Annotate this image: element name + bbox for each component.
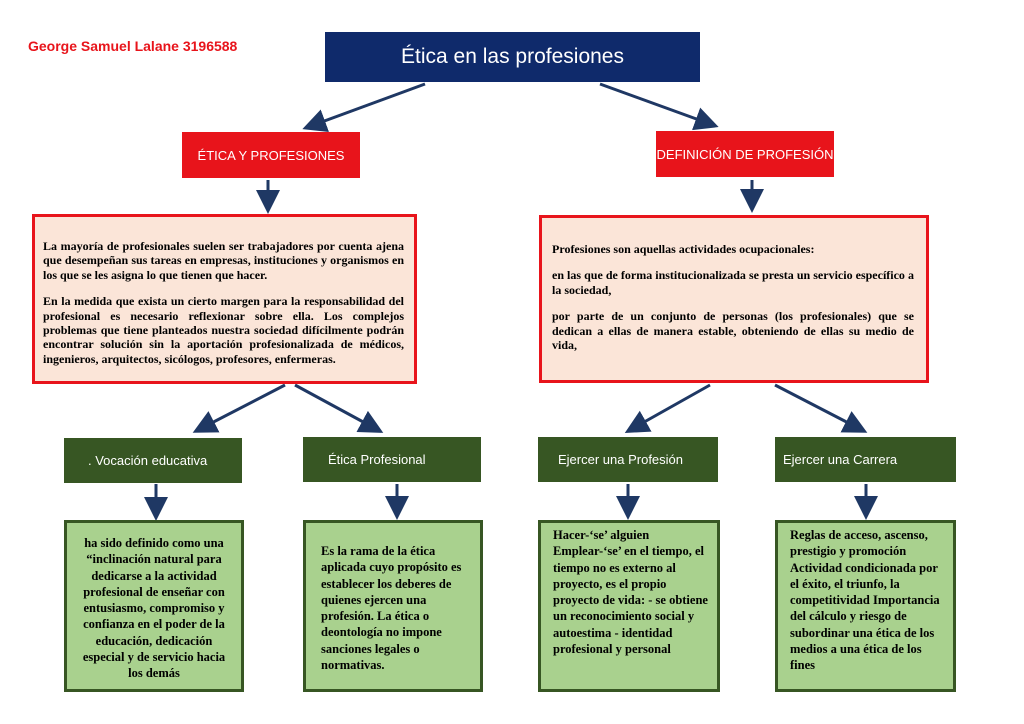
text-box-ejercer-una-carrera: Reglas de acceso, ascenso, prestigio y p…: [775, 520, 956, 692]
heading-etica-profesional: Ética Profesional: [303, 437, 481, 482]
arrow-title-to-right: [599, 82, 719, 131]
arrow-right-text-to-carrera: [774, 383, 868, 433]
heading-vocacion-educativa: . Vocación educativa: [64, 438, 242, 483]
text-paragraph: Profesiones son aquellas actividades ocu…: [552, 242, 815, 256]
author-label: George Samuel Lalane 3196588: [28, 38, 238, 54]
main-title: Ética en las profesiones: [325, 32, 700, 82]
arrow-left-text-to-etica: [294, 383, 384, 433]
heading-etica-y-profesiones: ÉTICA Y PROFESIONES: [182, 132, 360, 178]
text-box-definicion-de-profesion: Profesiones son aquellas actividades ocu…: [539, 215, 929, 383]
text-box-etica-profesional: Es la rama de la ética aplicada cuyo pro…: [303, 520, 483, 692]
text-box-ejercer-una-profesion: Hacer-‘se’ alguien Emplear-‘se’ en el ti…: [538, 520, 720, 692]
arrow-left-text-to-vocacion: [192, 383, 286, 433]
arrow-title-to-left: [302, 82, 426, 133]
heading-definicion-de-profesion: DEFINICIÓN DE PROFESIÓN: [656, 131, 834, 177]
arrow-right-text-to-profesion: [624, 383, 711, 433]
text-paragraph: en las que de forma institucionalizada s…: [552, 268, 914, 297]
text-paragraph: por parte de un conjunto de personas (lo…: [552, 309, 914, 352]
heading-ejercer-una-profesion: Ejercer una Profesión: [538, 437, 718, 482]
text-paragraph: En la medida que exista un cierto margen…: [43, 294, 404, 366]
text-box-etica-y-profesiones: La mayoría de profesionales suelen ser t…: [32, 214, 417, 384]
text-paragraph: La mayoría de profesionales suelen ser t…: [43, 239, 404, 282]
heading-ejercer-una-carrera: Ejercer una Carrera: [775, 437, 956, 482]
text-box-vocacion-educativa: ha sido definido como una “inclinación n…: [64, 520, 244, 692]
